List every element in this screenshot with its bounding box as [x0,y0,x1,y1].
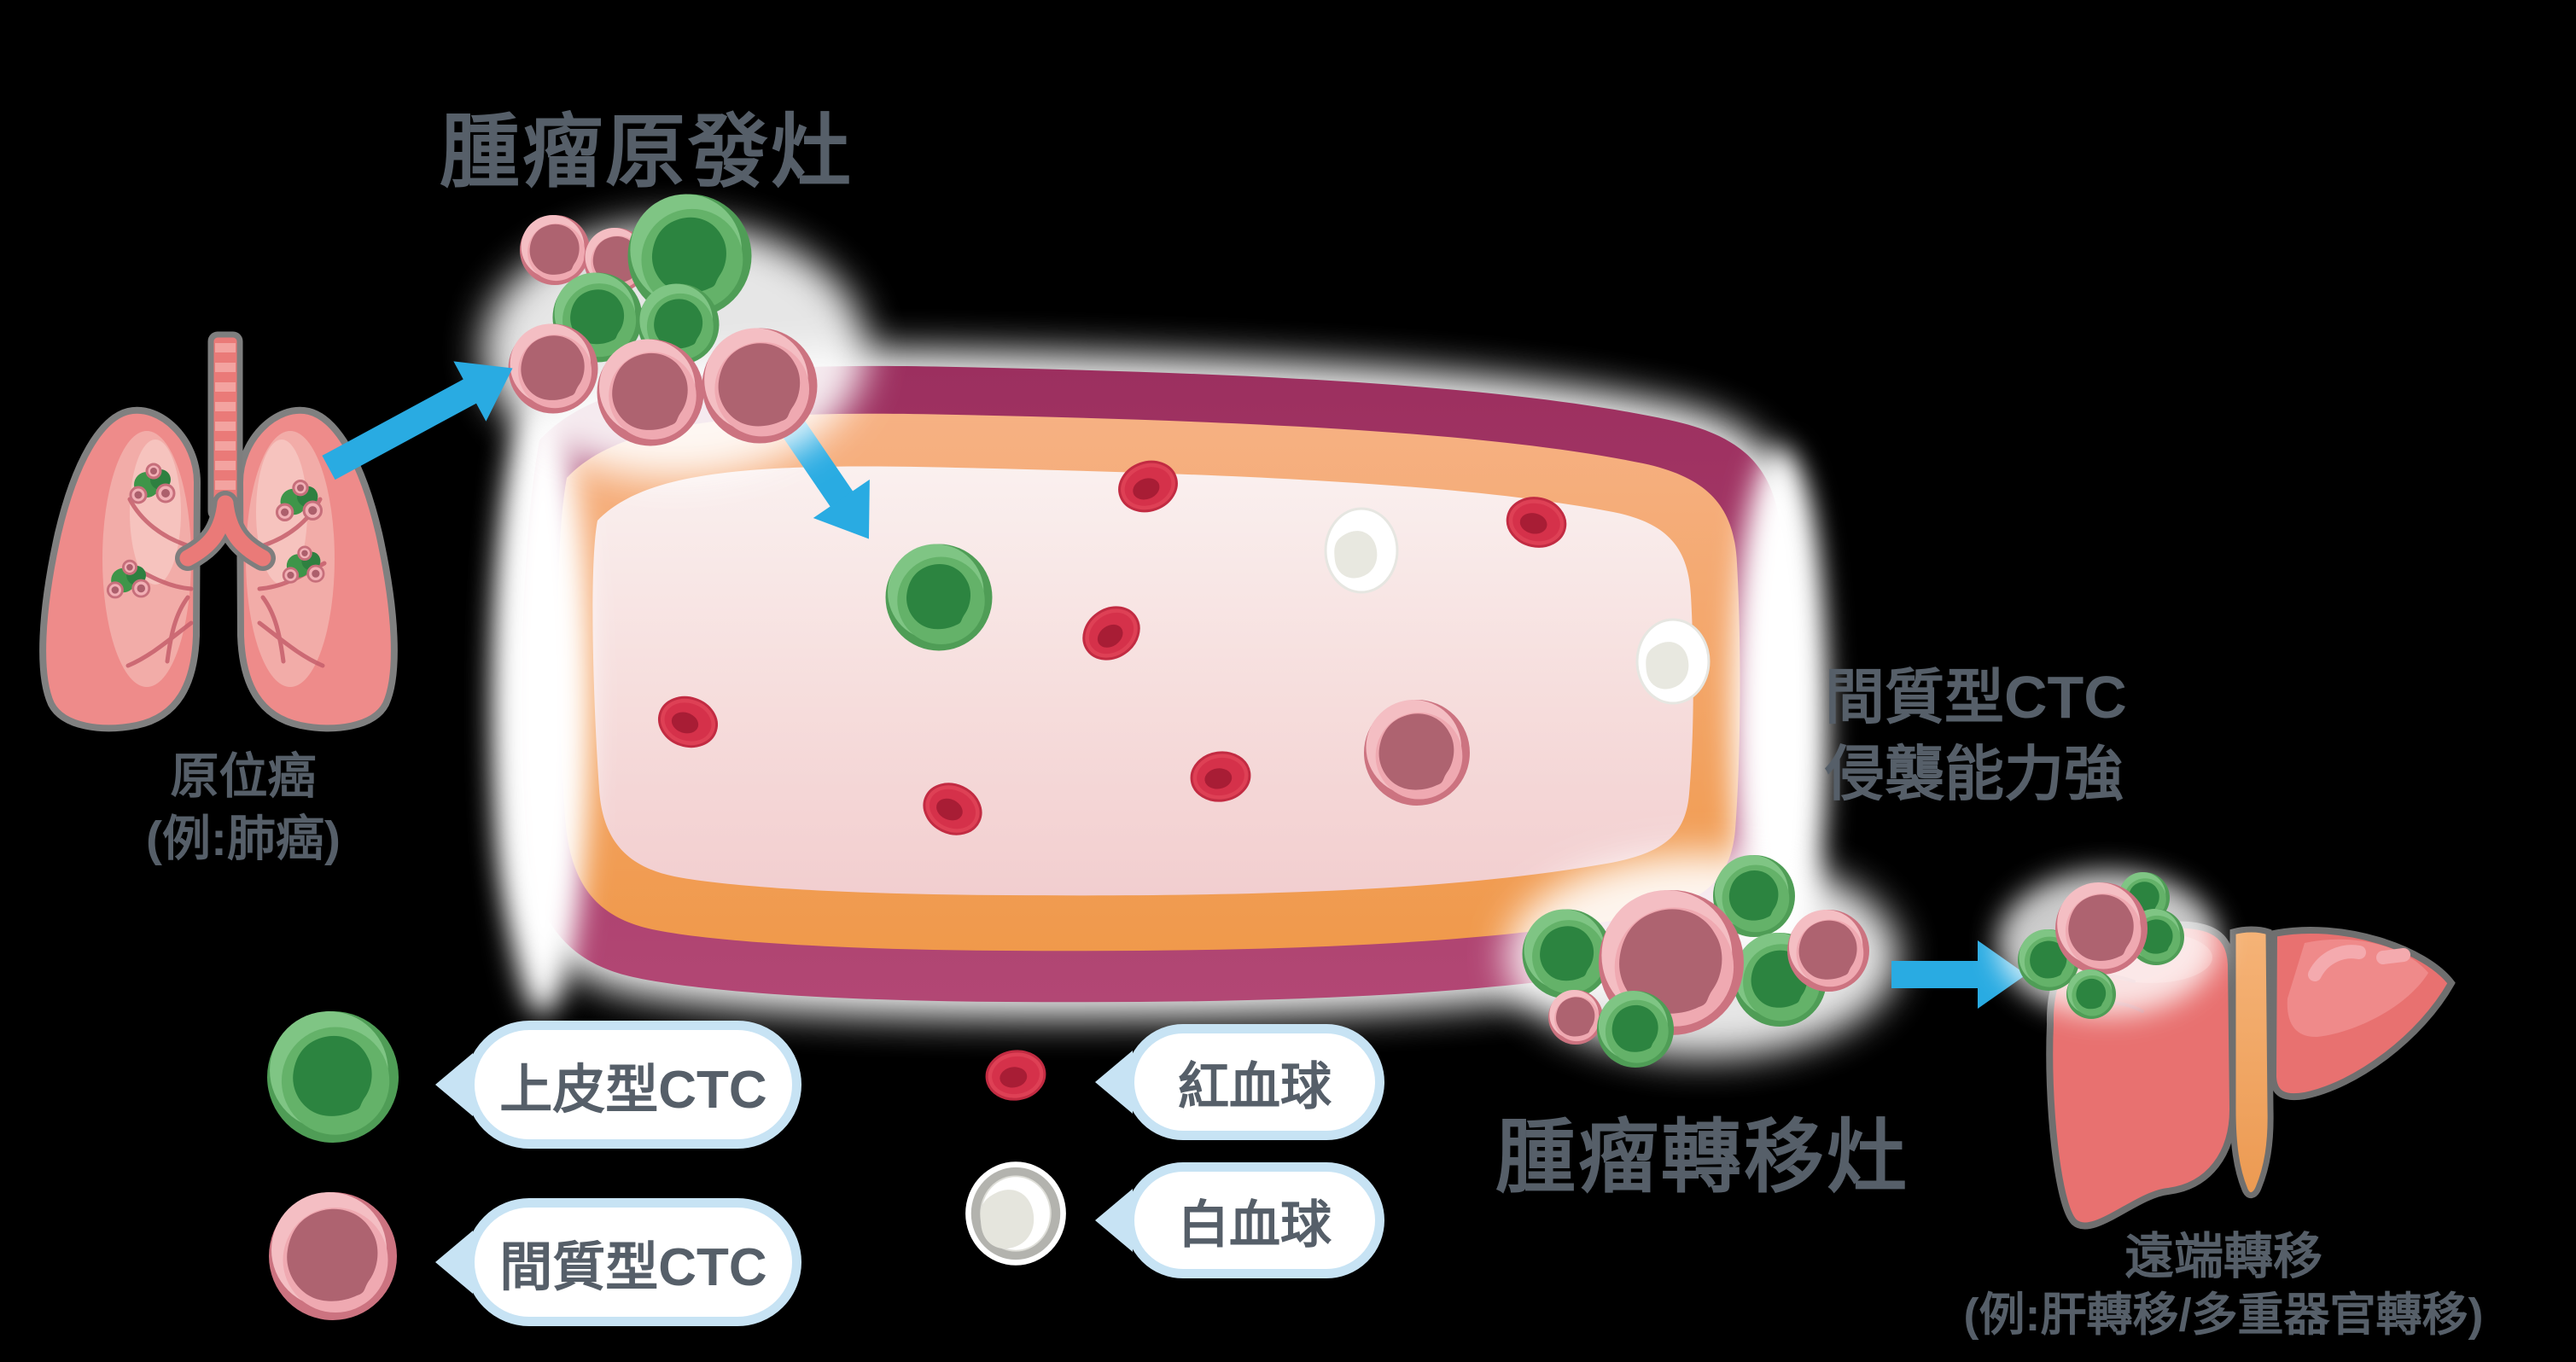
gallbladder [2229,926,2274,1198]
epithelial-ctc-cell [2066,969,2116,1019]
liver-illustration [1997,870,2456,1230]
epithelial-ctc-cell [885,544,993,651]
mesenchymal-note-line2: 侵襲能力強 [1825,741,2124,807]
lungs-illustration [39,331,398,732]
legend-red-blood-cell-label: 紅血球 [1178,1057,1332,1115]
legend-mesenchymal-cell-icon [269,1192,397,1320]
epithelial-ctc-cell [1597,991,1674,1068]
bronchi [175,491,276,571]
arrow-lung-to-tumor-icon [322,361,513,480]
vessel-left-cap-glow [496,401,590,1016]
distant-metastasis-label: 遠端轉移 (例:肝轉移/多重器官轉移) [1856,1227,2576,1343]
mesenchymal-ctc-cell [520,215,590,285]
primary-tumor-cluster [482,194,866,478]
mesenchymal-ctc-cell [597,339,704,446]
mesenchymal-note-label: 間質型CTC 侵襲能力強 [1825,659,2127,812]
mesenchymal-ctc-cell [508,323,598,414]
mesenchymal-ctc-cell [2055,882,2148,975]
trachea-rings [215,343,236,509]
legend-mesenchymal-ctc-label: 間質型CTC [499,1238,767,1297]
legend-epithelial-ctc-label: 上皮型CTC [499,1061,767,1120]
legend-white-blood-cell-label: 白血球 [1178,1196,1332,1254]
white-blood-cell [1635,618,1711,705]
metastatic-tumor-label: 腫瘤轉移灶 [1495,1112,1910,1202]
origin-label-line2: (例:肺癌) [146,812,341,866]
arrow-to-liver-icon [1891,940,2026,1009]
liver-gloss [2308,945,2410,981]
origin-label: 原位癌 (例:肺癌) [60,746,427,870]
mesenchymal-ctc-cell [1364,700,1470,806]
legend-red-blood-cell-icon [982,1046,1050,1104]
metastatic-tumor-cluster [1507,853,1899,1068]
mesenchymal-ctc-cell [1787,910,1869,992]
legend-red-blood-cell-bubble: 紅血球 [1125,1024,1384,1140]
mesenchymal-note-line1: 間質型CTC [1825,664,2127,730]
distant-label-line2: (例:肝轉移/多重器官轉移) [1963,1289,2484,1341]
legend-white-blood-cell-icon [965,1161,1067,1266]
legend-epithelial-cell-icon [267,1011,399,1143]
legend-mesenchymal-ctc-bubble: 間質型CTC [465,1198,801,1326]
mesenchymal-ctc-cell [1548,990,1603,1045]
white-blood-cell [1324,507,1399,594]
epithelial-ctc-cell [1522,909,1612,999]
legend-white-blood-cell-bubble: 白血球 [1125,1162,1384,1278]
primary-tumor-label: 腫瘤原發灶 [440,107,854,196]
distant-label-line1: 遠端轉移 [2124,1229,2322,1284]
mesenchymal-ctc-cell [702,328,818,444]
legend-epithelial-ctc-bubble: 上皮型CTC [465,1021,801,1149]
origin-label-line1: 原位癌 [170,749,317,804]
